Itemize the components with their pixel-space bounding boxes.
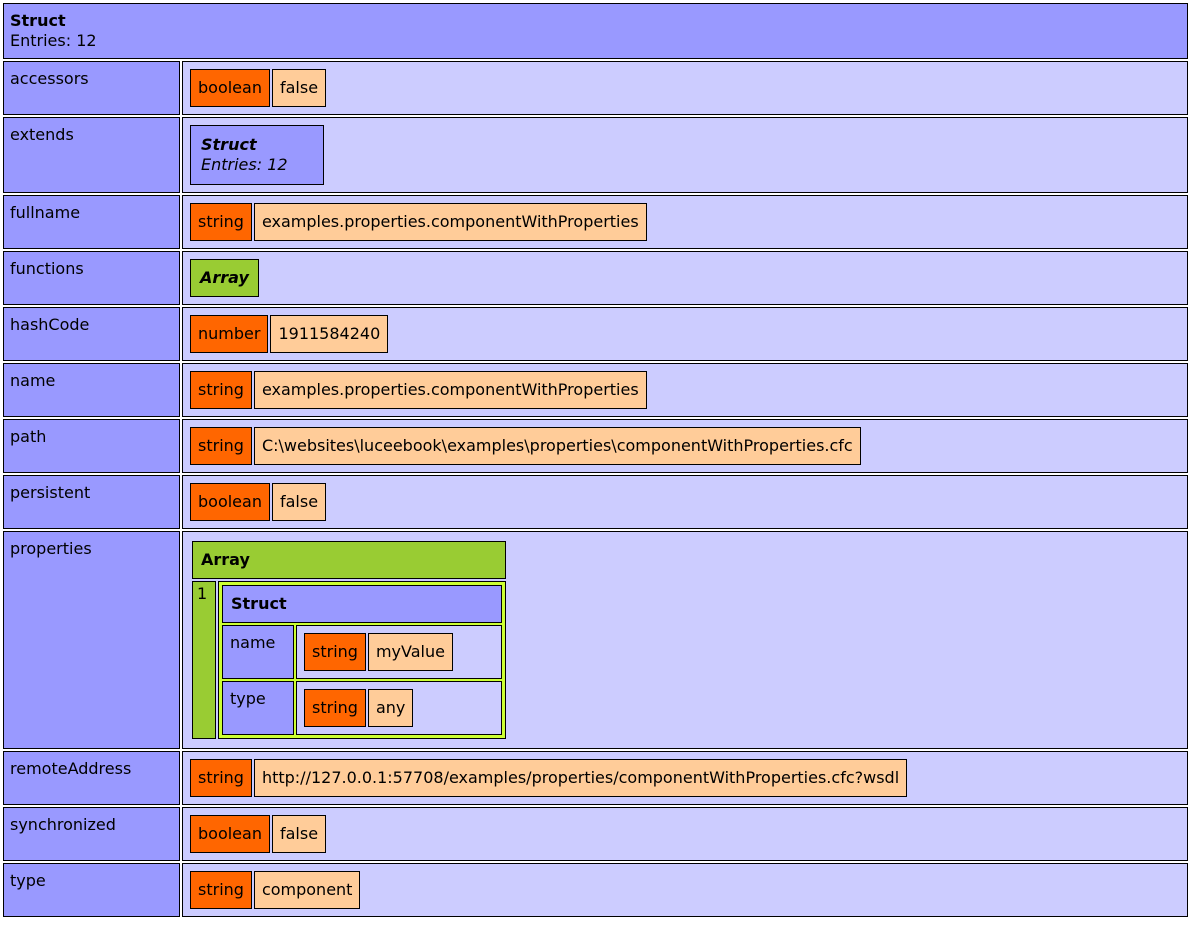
array-header[interactable]: Array bbox=[192, 541, 506, 579]
array-index: 1 bbox=[192, 581, 216, 739]
row-value-extends: Struct Entries: 12 bbox=[182, 117, 1188, 193]
row-key-extends: extends bbox=[3, 117, 180, 193]
table-row: properties Array 1 Struct bbox=[3, 531, 1188, 749]
row-key-name: name bbox=[3, 363, 180, 417]
row-key-property-name: name bbox=[222, 625, 294, 679]
array-dump-table: Array 1 Struct name bbox=[190, 539, 508, 741]
value-badge: http://127.0.0.1:57708/examples/properti… bbox=[253, 759, 908, 797]
value-badge: any bbox=[367, 689, 414, 727]
type-badge: string bbox=[190, 371, 252, 409]
row-value-functions: Array bbox=[182, 251, 1188, 305]
value-badge: 1911584240 bbox=[270, 315, 389, 353]
row-key-property-type: type bbox=[222, 681, 294, 735]
row-key-type: type bbox=[3, 863, 180, 917]
type-badge: string bbox=[190, 203, 252, 241]
value-badge: false bbox=[271, 69, 327, 107]
type-badge: string bbox=[304, 633, 366, 671]
row-value-properties: Array 1 Struct name bbox=[182, 531, 1188, 749]
row-key-functions: functions bbox=[3, 251, 180, 305]
header-row: Struct Entries: 12 bbox=[3, 3, 1188, 59]
collapsed-struct[interactable]: Struct Entries: 12 bbox=[190, 125, 324, 185]
type-badge: string bbox=[190, 871, 252, 909]
nested-struct-title: Struct bbox=[231, 594, 287, 613]
table-row: extends Struct Entries: 12 bbox=[3, 117, 1188, 193]
row-key-remoteaddress: remoteAddress bbox=[3, 751, 180, 805]
row-key-synchronized: synchronized bbox=[3, 807, 180, 861]
collapsed-array[interactable]: Array bbox=[190, 259, 259, 297]
value-badge: component bbox=[253, 871, 361, 909]
type-badge: boolean bbox=[190, 69, 270, 107]
value-badge: false bbox=[271, 483, 327, 521]
type-badge: string bbox=[304, 689, 366, 727]
row-key-persistent: persistent bbox=[3, 475, 180, 529]
type-badge: string bbox=[190, 759, 252, 797]
collapsed-struct-title: Struct bbox=[201, 135, 257, 154]
value-badge: examples.properties.componentWithPropert… bbox=[253, 371, 647, 409]
value-badge: C:\websites\luceebook\examples\propertie… bbox=[253, 427, 861, 465]
value-badge: false bbox=[271, 815, 327, 853]
row-key-properties: properties bbox=[3, 531, 180, 749]
value-badge: examples.properties.componentWithPropert… bbox=[253, 203, 647, 241]
array-header-row: Array bbox=[192, 541, 506, 579]
struct-title: Struct bbox=[10, 11, 66, 30]
nested-struct-header-row: Struct bbox=[222, 585, 502, 623]
value-badge: myValue bbox=[367, 633, 453, 671]
table-row: functions Array bbox=[3, 251, 1188, 305]
type-badge: boolean bbox=[190, 815, 270, 853]
type-badge: number bbox=[190, 315, 269, 353]
row-key-accessors: accessors bbox=[3, 61, 180, 115]
collapsed-struct-entries: Entries: 12 bbox=[201, 155, 288, 174]
type-badge: string bbox=[190, 427, 252, 465]
type-badge: boolean bbox=[190, 483, 270, 521]
row-key-fullname: fullname bbox=[3, 195, 180, 249]
nested-struct-header[interactable]: Struct bbox=[222, 585, 502, 623]
struct-header[interactable]: Struct Entries: 12 bbox=[3, 3, 1188, 59]
struct-entries-count: Entries: 12 bbox=[10, 31, 97, 50]
row-key-hashcode: hashCode bbox=[3, 307, 180, 361]
row-key-path: path bbox=[3, 419, 180, 473]
